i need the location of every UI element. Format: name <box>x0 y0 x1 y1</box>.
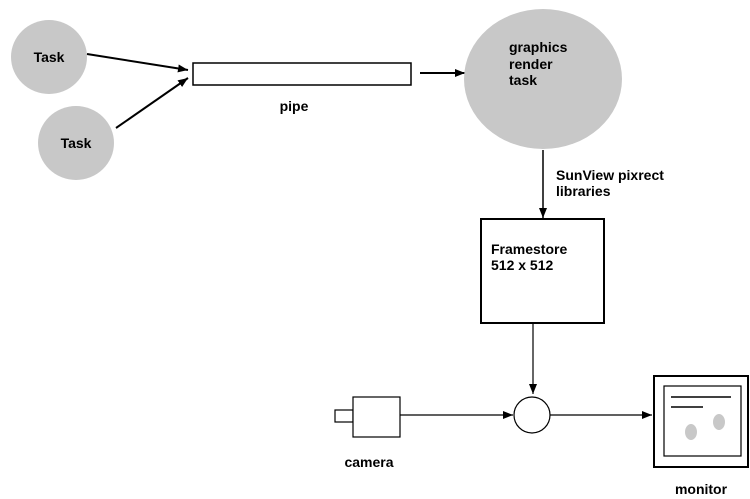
monitor-label: monitor <box>675 481 728 497</box>
monitor-screen-blob-left <box>685 424 697 440</box>
framestore-label-line1: Framestore <box>491 241 567 257</box>
pipe-label: pipe <box>280 98 309 114</box>
pipe-box <box>192 62 412 86</box>
monitor-screen-blob-right <box>713 414 725 430</box>
mixer-node <box>513 396 551 434</box>
render-task-label-line3: task <box>509 72 537 88</box>
render-task-label-line1: graphics <box>509 39 568 55</box>
task-bottom-label: Task <box>61 135 92 151</box>
render-task-node <box>464 9 622 149</box>
framestore-box <box>480 218 605 324</box>
render-task-label-line2: render <box>509 56 553 72</box>
libraries-label-line1: SunView pixrect <box>556 167 664 183</box>
task-top-node <box>11 20 87 94</box>
arrow-task-top-to-pipe <box>86 53 189 73</box>
camera-lens <box>334 409 354 423</box>
arrow-task-bottom-to-pipe <box>115 77 189 129</box>
task-top-label: Task <box>34 49 65 65</box>
camera-body <box>352 396 401 438</box>
camera-label: camera <box>344 454 393 470</box>
task-bottom-node <box>38 106 114 180</box>
libraries-label-line2: libraries <box>556 183 611 199</box>
framestore-label-line2: 512 x 512 <box>491 257 553 273</box>
